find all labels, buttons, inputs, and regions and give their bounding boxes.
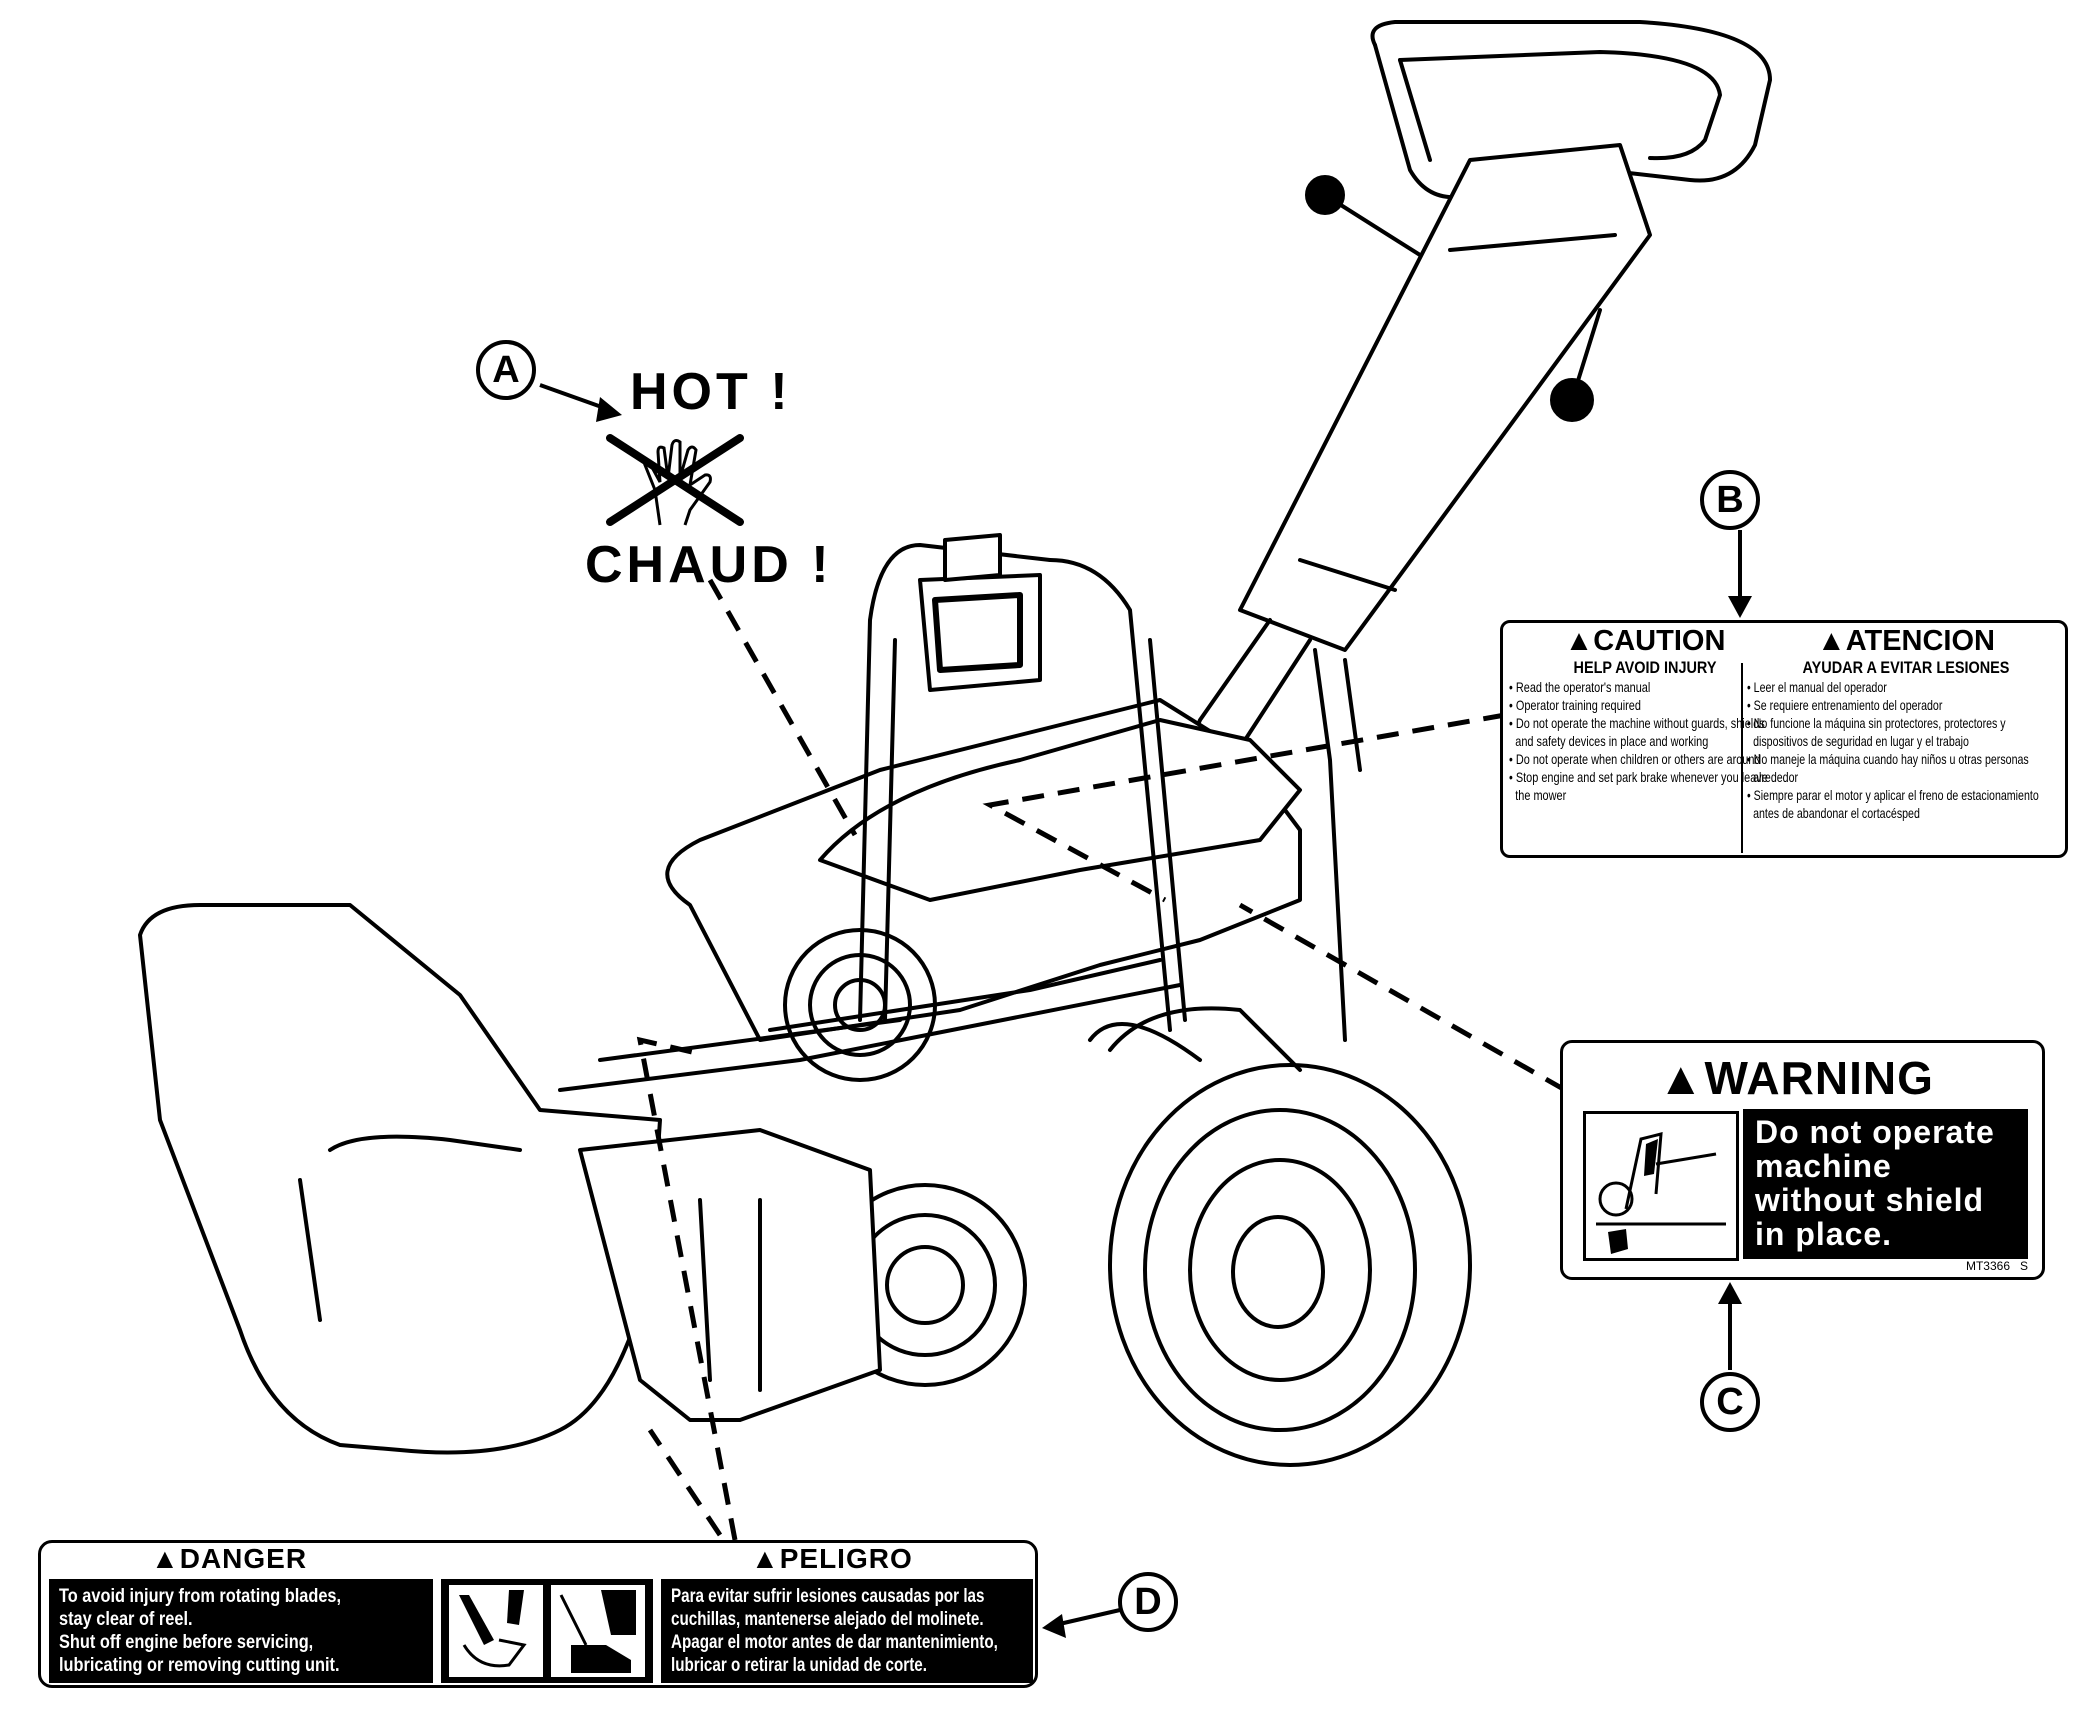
warning-message: Do not operate machine without shield in…: [1743, 1109, 2028, 1259]
leader-line-d: [636, 1036, 738, 1541]
arrow-a: [539, 383, 611, 412]
hand-in-reel-icon: [449, 1585, 543, 1677]
warning-line: in place.: [1755, 1216, 1893, 1252]
danger-title-es: ▲PELIGRO: [751, 1543, 913, 1574]
danger-line-es: Apagar el motor antes de dar mantenimien…: [671, 1632, 998, 1653]
arrow-d: [1054, 1608, 1121, 1627]
caution-subtitle-es: AYUDAR A EVITAR LESIONES: [1802, 658, 2010, 677]
crossed-out-hand-icon: [606, 434, 744, 526]
caution-title-en: ▲CAUTION: [1564, 625, 1726, 657]
danger-line-en: Shut off engine before servicing,: [59, 1632, 314, 1653]
caution-list-es: Leer el manual del operador Se requiere …: [1747, 678, 2062, 822]
caution-item-en: Operator training required: [1509, 696, 1778, 714]
caution-item-es: No funcione la máquina sin protectores, …: [1747, 714, 2062, 750]
danger-line-en: stay clear of reel.: [59, 1609, 193, 1630]
danger-text-en: To avoid injury from rotating blades, st…: [49, 1579, 433, 1683]
hot-text: HOT !: [630, 363, 792, 421]
warning-title: ▲WARNING: [1658, 1052, 1934, 1104]
caution-list-en: Read the operator's manual Operator trai…: [1509, 678, 1778, 804]
danger-line-en: lubricating or removing cutting unit.: [59, 1655, 340, 1676]
warning-line: without shield: [1755, 1182, 1985, 1218]
caution-item-en: Do not operate when children or others a…: [1509, 750, 1778, 768]
danger-icons: [441, 1579, 653, 1683]
arrowhead-a: [596, 397, 622, 422]
arrowhead-c: [1718, 1282, 1742, 1304]
warning-label: ▲WARNING Do not operate machine without …: [1560, 1040, 2045, 1280]
arrowhead-b: [1728, 596, 1752, 618]
callout-a: A: [476, 340, 536, 400]
arrowhead-d: [1042, 1614, 1066, 1638]
danger-label: ▲DANGER ▲PELIGRO To avoid injury from ro…: [38, 1540, 1038, 1688]
danger-code: MT6517: [983, 1675, 1017, 1685]
caution-subtitle-en: HELP AVOID INJURY: [1573, 658, 1717, 677]
caution-item-en: Stop engine and set park brake whenever …: [1509, 768, 1778, 804]
warning-line: Do not operate: [1755, 1114, 1995, 1150]
leader-line-a: [707, 578, 858, 837]
handle: [1148, 20, 1772, 1042]
caution-column-en: ▲CAUTION HELP AVOID INJURY Read the oper…: [1509, 625, 1781, 804]
warning-line: machine: [1755, 1148, 1892, 1184]
caution-item-es: Leer el manual del operador: [1747, 678, 2062, 696]
mower-frame: [138, 533, 1472, 1467]
hand-caught-in-belt-icon: [1583, 1111, 1739, 1261]
caution-item-en: Do not operate the machine without guard…: [1509, 714, 1778, 750]
caution-item-es: Se requiere entrenamiento del operador: [1747, 696, 2062, 714]
leader-line-d2: [647, 1428, 723, 1537]
danger-line-es: cuchillas, mantenerse alejado del moline…: [671, 1609, 984, 1630]
caution-label: ▲CAUTION HELP AVOID INJURY Read the oper…: [1500, 620, 2068, 858]
callout-b: B: [1700, 470, 1760, 530]
danger-title-en: ▲DANGER: [151, 1543, 308, 1574]
leader-line-c: [1238, 902, 1567, 1093]
callout-d: D: [1118, 1572, 1178, 1632]
caution-item-en: Read the operator's manual: [1509, 678, 1778, 696]
danger-line-es: lubricar o retirar la unidad de corte.: [671, 1655, 927, 1676]
caution-item-es: Siempre parar el motor y aplicar el fren…: [1747, 786, 2062, 822]
foot-in-reel-icon: [551, 1585, 645, 1677]
caution-divider: [1741, 663, 1743, 853]
callout-c: C: [1700, 1372, 1760, 1432]
danger-text-es: Para evitar sufrir lesiones causadas por…: [661, 1579, 1033, 1683]
danger-line-en: To avoid injury from rotating blades,: [59, 1586, 342, 1607]
caution-item-es: No maneje la máquina cuando hay niños u …: [1747, 750, 2062, 786]
caution-column-es: ▲ATENCION AYUDAR A EVITAR LESIONES Leer …: [1747, 625, 2065, 822]
chaud-text: CHAUD !: [585, 536, 833, 594]
danger-line-es: Para evitar sufrir lesiones causadas por…: [671, 1586, 985, 1607]
caution-title-es: ▲ATENCION: [1817, 625, 1995, 657]
warning-code: MT3366 S: [1965, 1259, 2028, 1273]
leader-line-b: [982, 712, 1506, 903]
